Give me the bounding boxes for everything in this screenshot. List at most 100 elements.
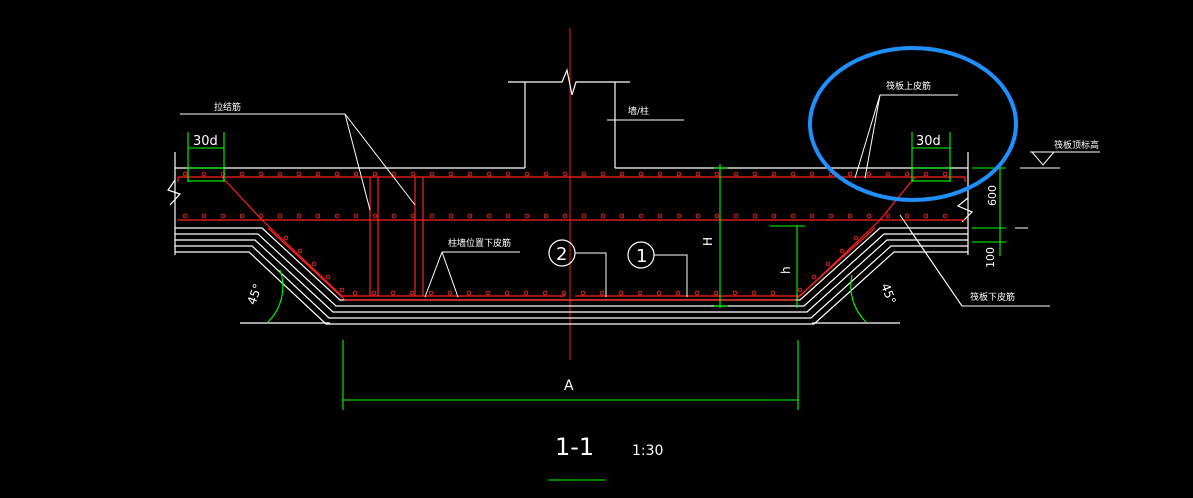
rebar-dot-middle: [182, 213, 188, 219]
rebar-dot-bottom: [466, 290, 472, 296]
rebar-dot-middle: [866, 213, 872, 219]
rebar-dot-middle: [847, 213, 853, 219]
rebar-dot-top: [885, 171, 891, 177]
rebar-dot-top: [486, 171, 492, 177]
rebar-dot-top: [638, 171, 644, 177]
rebar-dot-bottom: [561, 290, 567, 296]
rebar-dot-top: [790, 171, 796, 177]
rebar-dot-top: [733, 171, 739, 177]
rebar-dot-top: [923, 171, 929, 177]
rebar-dot-bottom: [713, 290, 719, 296]
rebar-dot-top: [676, 171, 682, 177]
rebar-dot-top: [752, 171, 758, 177]
rebar-dot-middle: [353, 213, 359, 219]
rebar-dot-middle: [429, 213, 435, 219]
rebar-dot-top: [353, 171, 359, 177]
rebar-dot-top: [904, 171, 910, 177]
rebar-dot-middle: [410, 213, 416, 219]
rebar-dot-top: [505, 171, 511, 177]
rebar-dot-bottom: [542, 290, 548, 296]
rebar-dot-top: [258, 171, 264, 177]
label-wall-col: 墙/柱: [628, 105, 649, 117]
annotations: 拉结筋 墙/柱 筏板上皮筋 筏板顶标高 柱墙位置下皮筋 筏板下皮筋 2 1: [180, 80, 1100, 307]
rebar-dot-bottom: [770, 290, 776, 296]
rebar-dot-middle: [619, 213, 625, 219]
rebar-dot-middle: [904, 213, 910, 219]
rebar-dot-middle: [372, 213, 378, 219]
rebar-dot-bottom: [732, 290, 738, 296]
rebar-dot-top: [220, 171, 226, 177]
pit-rebar: [267, 227, 876, 301]
rebar-dot-bottom: [485, 290, 491, 296]
rebar-dot-bottom: [352, 290, 358, 296]
rebar-dot-middle: [296, 213, 302, 219]
rebar-dot-top: [942, 171, 948, 177]
angle-arc-left: [267, 269, 284, 323]
rebar-dot-top: [771, 171, 777, 177]
rebar-dot-top: [543, 171, 549, 177]
rebar-dot-top: [714, 171, 720, 177]
rebar-dot-slope-right: [839, 248, 845, 254]
rebar-dot-middle: [942, 213, 948, 219]
angle-right: 45°: [878, 281, 898, 306]
rebar-dot-top: [372, 171, 378, 177]
rebar-dot-top: [239, 171, 245, 177]
rebar-dot-top: [182, 171, 188, 177]
rebar-dot-slope-right: [825, 261, 831, 267]
rebar-dot-bottom: [409, 290, 415, 296]
rebar-dot-middle: [220, 213, 226, 219]
rebar-dot-top: [562, 171, 568, 177]
rebar-dot-top: [866, 171, 872, 177]
dim-A: A: [564, 378, 574, 394]
rebar-dot-slope-left: [283, 235, 289, 241]
rebar-dot-middle: [581, 213, 587, 219]
title-block: 1-1 1:30: [548, 433, 663, 481]
dimensions: 30d 30d H h 600 100 A 45° 45°: [187, 132, 1028, 410]
rebar-dot-bottom: [656, 290, 662, 296]
rebar-dot-top: [201, 171, 207, 177]
label-la-jie-jin: 拉结筋: [214, 101, 241, 113]
rebar-dot-middle: [771, 213, 777, 219]
label-raft-bottom-bar: 筏板下皮筋: [970, 291, 1015, 303]
rebar-dot-bottom: [504, 290, 510, 296]
rebar-dot-top: [581, 171, 587, 177]
rebar-dot-middle: [277, 213, 283, 219]
rebar-dot-middle: [562, 213, 568, 219]
rebar-dot-middle: [885, 213, 891, 219]
rebar-dot-middle: [258, 213, 264, 219]
dim-600: 600: [986, 185, 999, 206]
highlight-ellipse: [808, 46, 1018, 202]
rebar-dot-top: [391, 171, 397, 177]
rebar-dot-middle: [524, 213, 530, 219]
bottom-rebar-right: [575, 176, 916, 297]
marker-1: 1: [636, 246, 647, 267]
rebar-dot-bottom: [618, 290, 624, 296]
rebar-dot-middle: [543, 213, 549, 219]
rebar-dot-slope-right: [811, 274, 817, 280]
rebar-dot-top: [334, 171, 340, 177]
rebar-dot-top: [296, 171, 302, 177]
rebar-dot-middle: [334, 213, 340, 219]
rebar-dot-middle: [467, 213, 473, 219]
rebar-dot-middle: [239, 213, 245, 219]
angle-arc-right: [850, 274, 867, 323]
rebar-dot-top: [315, 171, 321, 177]
label-raft-top-bar: 筏板上皮筋: [886, 80, 931, 92]
rebar-dot-top: [429, 171, 435, 177]
label-col-wall-bottom-bar: 柱墙位置下皮筋: [448, 237, 511, 249]
rebar-dot-bottom: [599, 290, 605, 296]
rebar-dot-bottom: [637, 290, 643, 296]
rebar-dot-top: [524, 171, 530, 177]
section-scale: 1:30: [632, 443, 663, 459]
rebar-dot-middle: [714, 213, 720, 219]
rebar-dot-bottom: [523, 290, 529, 296]
rebar-group: [177, 176, 966, 301]
rebar-dot-middle: [315, 213, 321, 219]
rebar-dot-top: [600, 171, 606, 177]
rebar-dot-top: [695, 171, 701, 177]
rebar-dot-top: [657, 171, 663, 177]
rebar-dot-bottom: [447, 290, 453, 296]
rebar-dot-middle: [752, 213, 758, 219]
rebar-dot-middle: [676, 213, 682, 219]
